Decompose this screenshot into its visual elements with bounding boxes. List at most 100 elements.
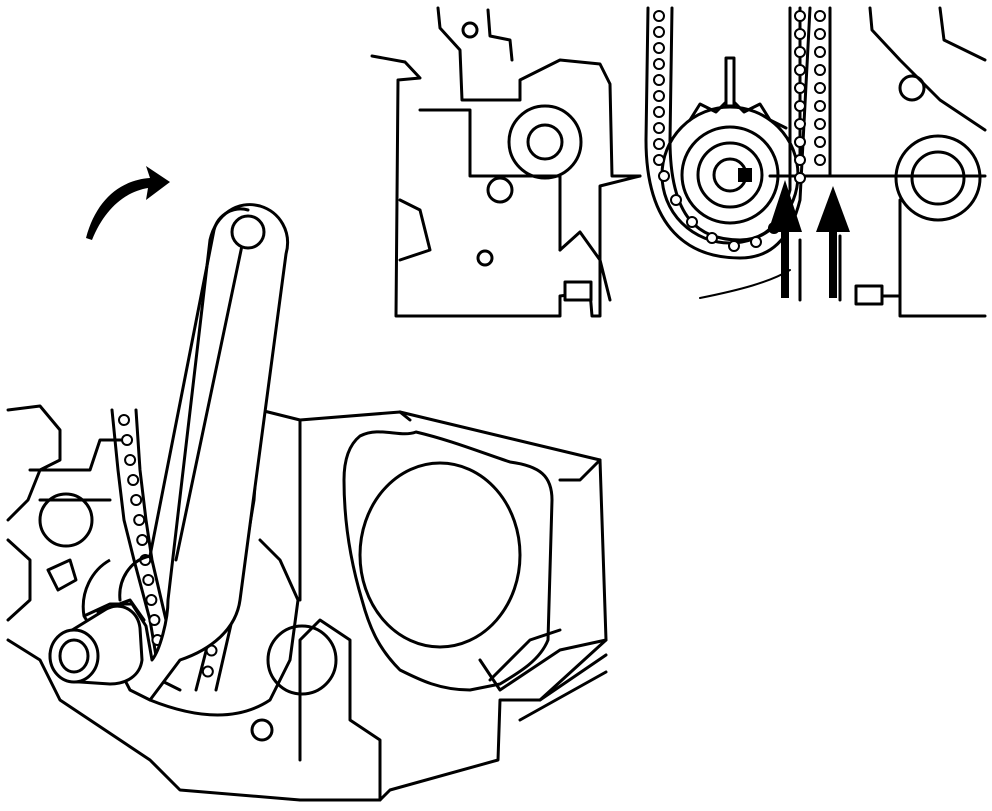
inset-idler-inner	[526, 123, 564, 161]
inset-chain-links	[653, 10, 826, 252]
inset-left-edge	[398, 198, 432, 262]
chain-link	[136, 534, 149, 546]
inset-timing-mark	[724, 56, 736, 108]
inset-arc	[699, 269, 791, 299]
inset-right-casting	[868, 6, 987, 132]
inset-idler-outer	[507, 104, 583, 180]
cylinder-block	[266, 410, 608, 802]
cylinder-edge	[398, 410, 602, 482]
cylinder-bore	[358, 461, 522, 649]
chain-link	[794, 118, 806, 130]
chain-link	[814, 136, 826, 148]
chain-link	[814, 82, 826, 94]
chain-link	[686, 216, 698, 228]
chain-link	[750, 236, 762, 248]
detail-inset	[370, 6, 987, 318]
inset-mid-casting	[418, 108, 562, 252]
front-cover-bolt	[250, 718, 274, 742]
chain-link	[670, 194, 682, 206]
chain-link	[794, 82, 806, 94]
socket-collar	[96, 598, 146, 622]
chain-link	[653, 90, 665, 102]
cylinder-lower-step	[478, 628, 608, 692]
wrench-jaw	[118, 554, 152, 602]
inset-right-boss-outer	[894, 134, 982, 222]
chain-link	[201, 665, 214, 678]
front-cover-sprocket-housing	[148, 538, 300, 717]
chain-link	[133, 514, 146, 526]
inset-right-boss-inner	[910, 150, 966, 206]
chain-link	[814, 28, 826, 40]
wrench-inner-line-1	[148, 207, 250, 558]
inset-hole-1	[476, 249, 494, 267]
inset-hole-3	[898, 74, 926, 102]
chain-link	[142, 574, 155, 586]
chain-link	[653, 122, 665, 134]
inset-keyway	[738, 168, 752, 182]
rotation-arrow	[86, 166, 170, 240]
inset-bolt-left	[563, 280, 593, 302]
cylinder-lower-lines	[518, 653, 608, 722]
inset-block-outline	[370, 54, 642, 318]
socket-bore	[58, 638, 90, 674]
chain-link	[794, 100, 806, 112]
chain-link	[653, 42, 665, 54]
chain-link	[814, 154, 826, 166]
chain-link	[706, 232, 718, 244]
inset-right-rib	[938, 6, 987, 62]
chain-link	[653, 10, 665, 22]
wrench-inner-line-2	[174, 234, 246, 562]
chain-link	[653, 138, 665, 150]
socket-face	[48, 628, 100, 684]
chain-link	[145, 594, 158, 606]
chain-link	[794, 154, 806, 166]
chain-link	[794, 28, 806, 40]
main-view	[6, 166, 608, 802]
chain-link	[653, 26, 665, 38]
chain-link	[794, 10, 806, 22]
chain-link	[653, 154, 665, 166]
inset-upper-casting	[436, 6, 642, 178]
chain-link	[658, 170, 670, 182]
inset-arrow-1-head	[768, 180, 802, 232]
chain-link	[728, 240, 740, 252]
chain-link	[814, 100, 826, 112]
chain-link	[814, 64, 826, 76]
inset-arrow-2-shaft	[829, 222, 837, 298]
chain-link	[814, 46, 826, 58]
rotation-arrow-shape	[86, 166, 170, 240]
inset-arrow-1-shaft	[781, 222, 789, 298]
front-cover-boss	[38, 492, 94, 548]
chain-link	[794, 46, 806, 58]
chain-link	[124, 454, 137, 466]
chain-link	[121, 434, 134, 446]
chain-link	[814, 118, 826, 130]
chain-link	[814, 10, 826, 22]
chain-link	[794, 136, 806, 148]
inset-sprocket-teeth	[688, 96, 788, 130]
chain-link	[794, 64, 806, 76]
chain-link	[653, 74, 665, 86]
inset-hole-2	[461, 21, 479, 39]
cylinder-port-outer	[342, 430, 554, 692]
chain-link	[653, 106, 665, 118]
cylinder-lower-wall	[298, 618, 382, 802]
inset-upper-rib	[486, 8, 514, 62]
front-cover-tab	[46, 558, 78, 592]
inset-bolt-right	[854, 284, 884, 306]
inset-arrow-2-head	[816, 186, 850, 232]
inset-lower-right	[798, 234, 987, 318]
chain-link	[148, 614, 161, 626]
chain-link	[127, 474, 140, 486]
chain-link	[794, 172, 806, 184]
inset-hole-4	[486, 176, 514, 204]
wrench-handle-hole	[230, 214, 266, 250]
inset-timing-chain	[644, 6, 832, 260]
inset-cover-edge	[558, 230, 612, 302]
inset-alignment-arrows	[768, 180, 850, 298]
chain-link	[130, 494, 143, 506]
chain-link	[653, 58, 665, 70]
crankshaft-socket	[48, 598, 146, 686]
